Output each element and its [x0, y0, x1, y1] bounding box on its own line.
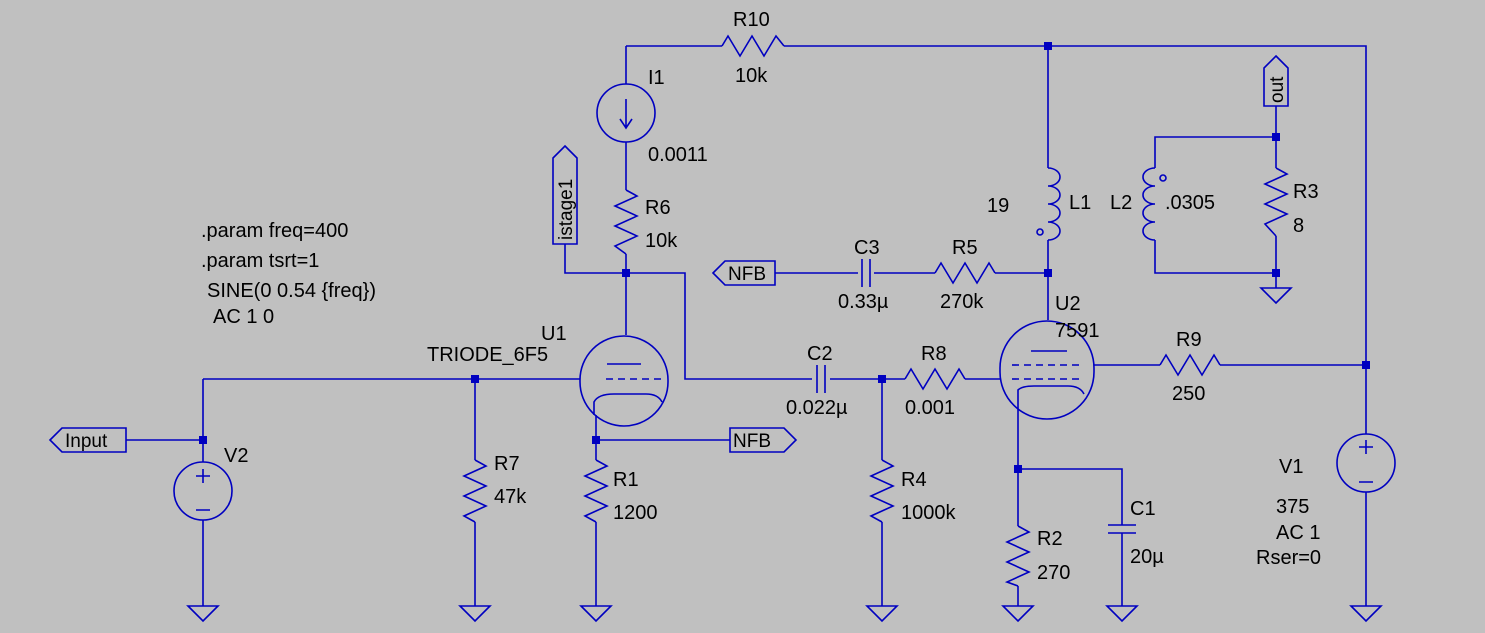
i1-value: 0.0011	[648, 144, 708, 166]
istage1-label: istage1	[556, 179, 577, 240]
r1-value: 1200	[613, 502, 658, 524]
resistor-r7[interactable]: R7 47k	[462, 453, 527, 523]
l2-name: L2	[1110, 192, 1132, 214]
inductor-l2[interactable]: L2 .0305	[1110, 167, 1215, 241]
directive-ac: AC 1 0	[213, 306, 274, 328]
directive-param-tsrt: .param tsrt=1	[201, 250, 319, 272]
net-label-nfb-left[interactable]: NFB	[711, 260, 776, 286]
v1-rser: Rser=0	[1256, 547, 1321, 569]
r3-name: R3	[1293, 181, 1319, 203]
pentode-u2[interactable]: U2 7591	[999, 293, 1100, 420]
c2-name: C2	[807, 343, 833, 365]
capacitor-c3[interactable]: C3 0.33µ	[838, 237, 889, 313]
r7-value: 47k	[494, 486, 527, 508]
capacitor-c1[interactable]: C1 20µ	[1108, 498, 1164, 568]
voltage-source-v2[interactable]: V2	[173, 445, 248, 521]
r4-value: 1000k	[901, 502, 956, 524]
u1-name: U1	[541, 323, 567, 345]
resistor-r4[interactable]: R4 1000k	[869, 459, 956, 524]
ground-icon	[865, 605, 899, 623]
directive-param-freq: .param freq=400	[201, 220, 348, 242]
out-label: out	[1267, 76, 1288, 103]
r10-name: R10	[733, 9, 770, 31]
nfb-right-label: NFB	[733, 431, 771, 452]
resistor-r3[interactable]: R3 8	[1263, 167, 1319, 237]
input-label: Input	[65, 431, 108, 452]
r10-value: 10k	[735, 65, 768, 87]
r9-value: 250	[1172, 383, 1205, 405]
i1-name: I1	[648, 67, 665, 89]
c3-value: 0.33µ	[838, 291, 889, 313]
r6-name: R6	[645, 197, 671, 219]
r9-name: R9	[1176, 329, 1202, 351]
net-label-input[interactable]: Input	[48, 427, 127, 453]
r3-value: 8	[1293, 215, 1304, 237]
nfb-left-label: NFB	[728, 264, 766, 285]
ground-icon	[1001, 605, 1035, 623]
capacitor-c2[interactable]: C2 0.022µ	[786, 343, 848, 419]
ground-icon	[186, 605, 220, 623]
resistor-r6[interactable]: R6 10k	[613, 189, 678, 255]
c3-name: C3	[854, 237, 880, 259]
r5-value: 270k	[940, 291, 984, 313]
r6-value: 10k	[645, 230, 678, 252]
current-source-i1[interactable]: I1 0.0011	[596, 67, 708, 166]
v2-name: V2	[224, 445, 248, 467]
resistor-r2[interactable]: R2 270	[1004, 525, 1070, 587]
v1-ac: AC 1	[1276, 522, 1320, 544]
voltage-source-v1[interactable]: V1 375 AC 1 Rser=0	[1256, 433, 1396, 569]
l2-value: .0305	[1165, 192, 1215, 214]
v1-value: 375	[1276, 496, 1309, 518]
inductor-l1[interactable]: L1 19	[987, 167, 1091, 241]
r7-name: R7	[494, 453, 520, 475]
u2-model: 7591	[1055, 320, 1100, 342]
resistor-r1[interactable]: R1 1200	[583, 459, 658, 524]
c1-value: 20µ	[1130, 546, 1164, 568]
r8-value: 0.001	[905, 397, 955, 419]
c1-name: C1	[1130, 498, 1156, 520]
r2-name: R2	[1037, 528, 1063, 550]
spice-directives[interactable]: .param freq=400 .param tsrt=1 SINE(0 0.5…	[201, 220, 376, 328]
resistor-r9[interactable]: R9 250	[1159, 329, 1221, 405]
ground-icon	[1349, 605, 1383, 623]
l1-value: 19	[987, 195, 1009, 217]
l1-name: L1	[1069, 192, 1091, 214]
net-label-istage1[interactable]: istage1	[552, 144, 578, 245]
resistor-r5[interactable]: R5 270k	[934, 237, 996, 313]
c2-value: 0.022µ	[786, 397, 848, 419]
ground-icon	[458, 605, 492, 623]
r1-name: R1	[613, 469, 639, 491]
ground-icon	[1259, 287, 1293, 305]
ground-icon	[579, 605, 613, 623]
resistor-r8[interactable]: R8 0.001	[904, 343, 966, 419]
wires	[126, 45, 1367, 606]
resistor-r10[interactable]: R10 10k	[721, 9, 785, 87]
r2-value: 270	[1037, 562, 1070, 584]
v1-name: V1	[1279, 456, 1303, 478]
r8-name: R8	[921, 343, 947, 365]
net-label-nfb-right[interactable]: NFB	[729, 427, 798, 453]
triode-u1[interactable]: U1 TRIODE_6F5	[427, 323, 669, 427]
ground-symbols	[186, 287, 1383, 623]
junctions	[199, 42, 1370, 473]
u2-name: U2	[1055, 293, 1081, 315]
directive-sine: SINE(0 0.54 {freq})	[207, 280, 376, 302]
r4-name: R4	[901, 469, 927, 491]
r5-name: R5	[952, 237, 978, 259]
net-label-out[interactable]: out	[1263, 54, 1289, 107]
ground-icon	[1105, 605, 1139, 623]
u1-model: TRIODE_6F5	[427, 344, 548, 366]
